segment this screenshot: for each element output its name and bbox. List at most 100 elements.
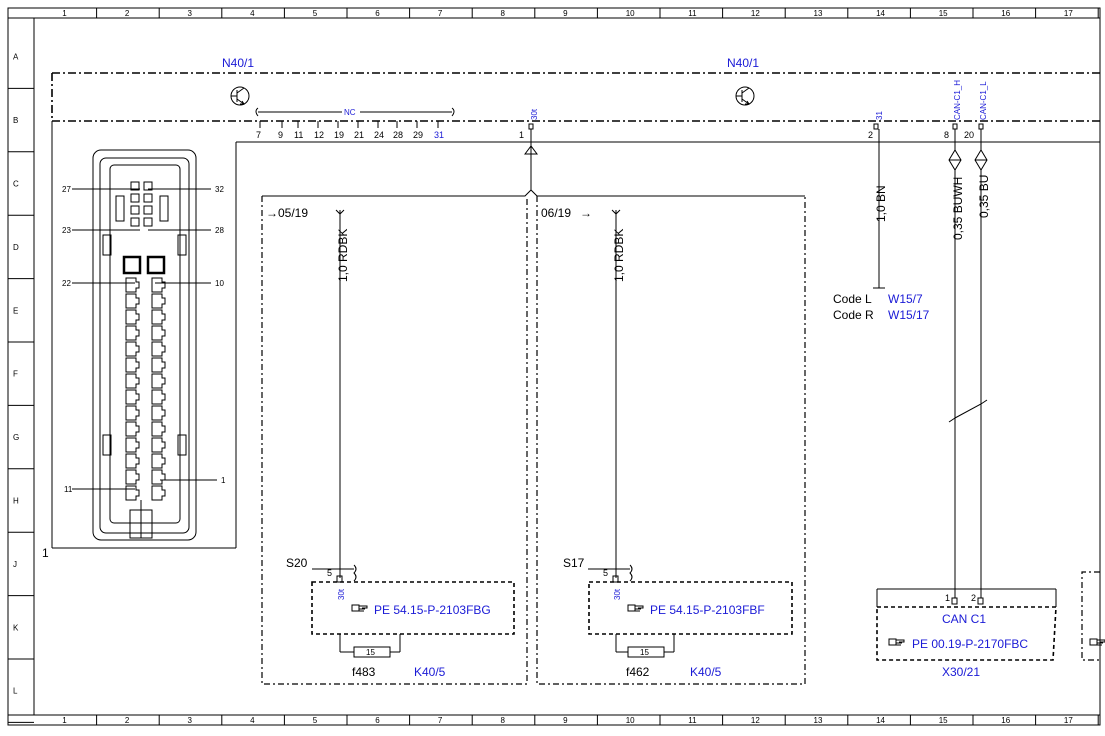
column-label: 10: [626, 716, 635, 725]
code-ref: W15/17: [888, 308, 930, 322]
connector-cavity: [125, 405, 140, 421]
wire-label: 1,0 RDBK: [612, 229, 626, 282]
connector-panel: 1 27 32 23 28 22 10 11 1: [42, 121, 1100, 560]
connector-cavity: [151, 453, 166, 469]
connector-cavity: [125, 309, 140, 325]
connector-cavity: [143, 205, 153, 215]
row-label: D: [13, 243, 19, 252]
relay-label: K40/5: [414, 665, 446, 679]
row-label: C: [13, 180, 19, 189]
connector-cavity: [143, 181, 153, 191]
connector-cavity: [151, 373, 166, 389]
pin-number: 2: [971, 593, 976, 603]
code-label: Code L: [833, 292, 872, 306]
connector-cavity: [151, 485, 166, 501]
pin-row: 7 9 11 12 19 21 24 28 29 31: [256, 121, 444, 140]
column-label: 14: [876, 9, 885, 18]
connector-cavity: [151, 421, 166, 437]
connector-cavity: [151, 357, 166, 373]
connector-cavity: [130, 181, 140, 191]
connector-cavity: [125, 485, 140, 501]
pin-number: 5: [603, 568, 608, 578]
pin-number: 24: [374, 130, 384, 140]
row-label: J: [13, 560, 17, 569]
pin-can-l: 20 CAN-C1_L: [964, 81, 988, 140]
callout-label: 11: [64, 485, 73, 494]
can-id: X30/21: [942, 665, 980, 679]
pin-number: 12: [314, 130, 324, 140]
svg-text:2: 2: [868, 130, 873, 140]
connector-cavity: [125, 341, 140, 357]
row-label: H: [13, 497, 19, 506]
nc-bracket: NC: [255, 107, 455, 117]
column-label: 5: [313, 716, 318, 725]
fuse-value: 15: [640, 648, 649, 657]
row-label: E: [13, 306, 18, 315]
column-label: 6: [375, 716, 380, 725]
connector-cavity: [130, 205, 140, 215]
pin-30t: 1 30t: [519, 108, 539, 140]
branch-box-mid: [536, 196, 806, 685]
connector-cavity: [151, 341, 166, 357]
column-label: 4: [250, 716, 255, 725]
svg-text:→: →: [580, 206, 592, 220]
ref-label: 06/19: [541, 206, 571, 220]
pin-number: 20: [964, 130, 974, 140]
connector-cavity: [151, 437, 166, 453]
pin-label: CAN-C1_L: [979, 81, 988, 120]
callout-label: 23: [62, 226, 71, 235]
row-label: L: [13, 687, 18, 696]
column-label: 17: [1064, 9, 1073, 18]
column-label: 15: [939, 716, 948, 725]
pin-number: 28: [393, 130, 403, 140]
column-label: 7: [438, 9, 443, 18]
feed-splice: [262, 129, 805, 197]
grid-frame: 1122334455667788991010111112121313141415…: [7, 7, 1101, 726]
connector-cavity: [125, 437, 140, 453]
can-title: CAN C1: [942, 612, 986, 626]
pin-can-h: 8 CAN-C1_H: [944, 80, 962, 140]
wire-label: 1,0 RDBK: [336, 229, 350, 282]
column-label: 15: [939, 9, 948, 18]
row-label: B: [13, 116, 18, 125]
fuse-label: f462: [626, 665, 650, 679]
connector-cavity: [125, 373, 140, 389]
column-label: 11: [688, 716, 697, 725]
can-box: 1 2 CAN C1 PE 00.19-P-2170FBC X30/21: [876, 588, 1057, 679]
pin-number: 7: [256, 130, 261, 140]
column-label: 12: [751, 9, 760, 18]
pin-number: 9: [278, 130, 283, 140]
connector-cavity: [125, 421, 140, 437]
transistor-symbol: [735, 86, 755, 106]
callout-label: 22: [62, 279, 71, 288]
column-label: 6: [375, 9, 380, 18]
connector-cavity: [151, 309, 166, 325]
connector-cavity: [143, 217, 153, 227]
pin-number: 1: [945, 593, 950, 603]
branch-mid: 06/19 → 1,0 RDBK S17 5 30t PE 54.15-P-21…: [541, 206, 793, 679]
column-label: 2: [125, 9, 130, 18]
connector-cavity: [125, 469, 140, 485]
switch-label: S17: [563, 556, 585, 570]
connector-cavity: [151, 293, 166, 309]
column-label: 13: [814, 716, 823, 725]
column-label: 11: [688, 9, 697, 18]
column-label: 16: [1001, 716, 1010, 725]
column-ticks: 1122334455667788991010111112121313141415…: [62, 8, 1099, 725]
code-ref: W15/7: [888, 292, 923, 306]
pin-label: 30t: [337, 588, 346, 600]
connector-cavity: [125, 277, 140, 293]
transistor-symbol: [230, 86, 250, 106]
column-label: 9: [563, 716, 568, 725]
column-label: 7: [438, 716, 443, 725]
branch-box-left: [261, 196, 528, 685]
column-label: 5: [313, 9, 318, 18]
column-label: 14: [876, 716, 885, 725]
column-label: 16: [1001, 9, 1010, 18]
module-label-left: N40/1: [222, 56, 254, 70]
ref-label: 05/19: [278, 206, 308, 220]
ground-wire: 1,0 BN Code L W15/7 Code R W15/17: [833, 129, 930, 322]
connector-cavity: [130, 217, 140, 227]
wire-label: 0,35 BUWH: [951, 177, 965, 240]
